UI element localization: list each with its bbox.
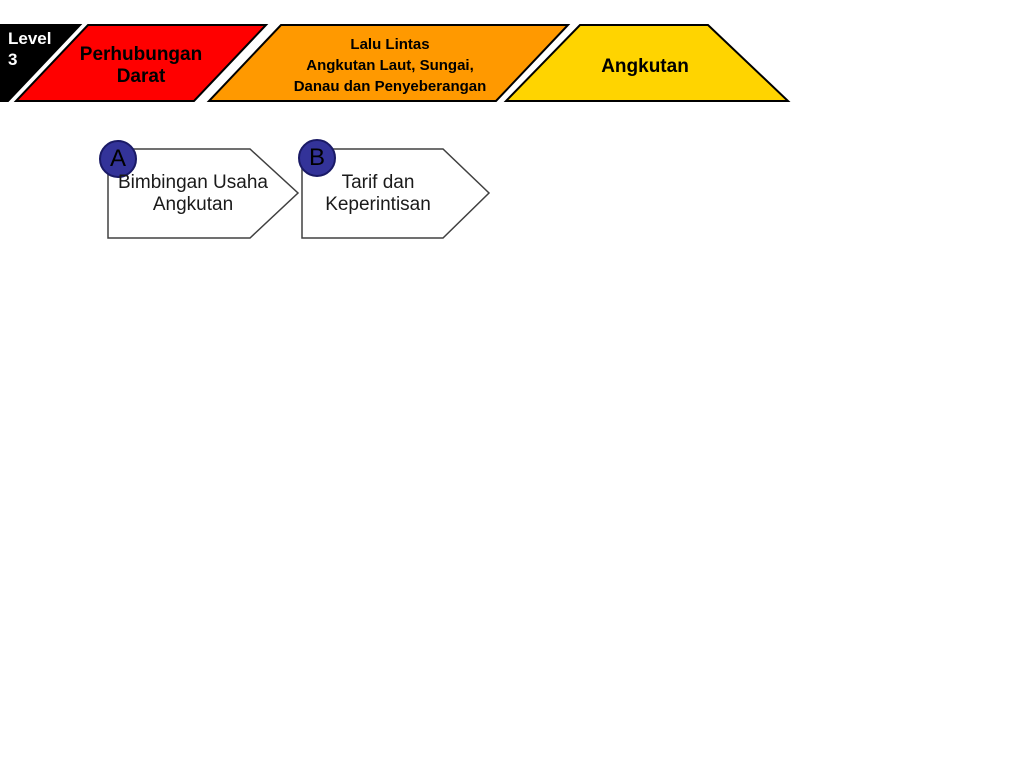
level-badge-label: Level 3 [8, 28, 80, 70]
level-badge-line1: Level [8, 29, 52, 48]
process-label-line: Bimbingan Usaha [118, 172, 268, 193]
process-arrow-b-shape[interactable] [301, 148, 491, 239]
badge-circle-a [99, 140, 137, 178]
level-badge-line2: 3 [8, 50, 18, 69]
tab-angkutan-shape[interactable] [503, 24, 791, 102]
badge-letter-a: A [109, 145, 126, 172]
tab-perhubungan-darat-shape[interactable] [13, 24, 269, 102]
badge-circle-b [298, 139, 336, 177]
tab-label-line: Lalu Lintas [350, 36, 430, 53]
process-arrow-a-shape[interactable] [107, 148, 300, 239]
process-label-line: Angkutan [152, 194, 234, 215]
tab-label-line: Darat [116, 66, 166, 87]
tab-angkutan-label: Angkutan [565, 56, 725, 78]
process-arrow-a-label: Bimbingan Usaha Angkutan [102, 172, 284, 216]
tab-lalu-lintas-shape[interactable] [206, 24, 571, 102]
level-badge-shape [0, 24, 83, 102]
tab-label-line: Perhubungan [79, 44, 203, 65]
badge-letter-b: B [308, 144, 325, 171]
process-label-line: Keperintisan [325, 194, 431, 215]
tab-label-line: Angkutan [601, 56, 689, 77]
tab-label-line: Danau dan Penyeberangan [293, 78, 487, 95]
tab-perhubungan-darat-label: Perhubungan Darat [58, 44, 224, 88]
process-arrow-b-label: Tarif dan Keperintisan [287, 172, 469, 216]
process-label-line: Tarif dan [341, 172, 415, 193]
tab-label-line: Angkutan Laut, Sungai, [306, 57, 474, 74]
tab-lalu-lintas-label: Lalu Lintas Angkutan Laut, Sungai, Danau… [279, 34, 501, 97]
